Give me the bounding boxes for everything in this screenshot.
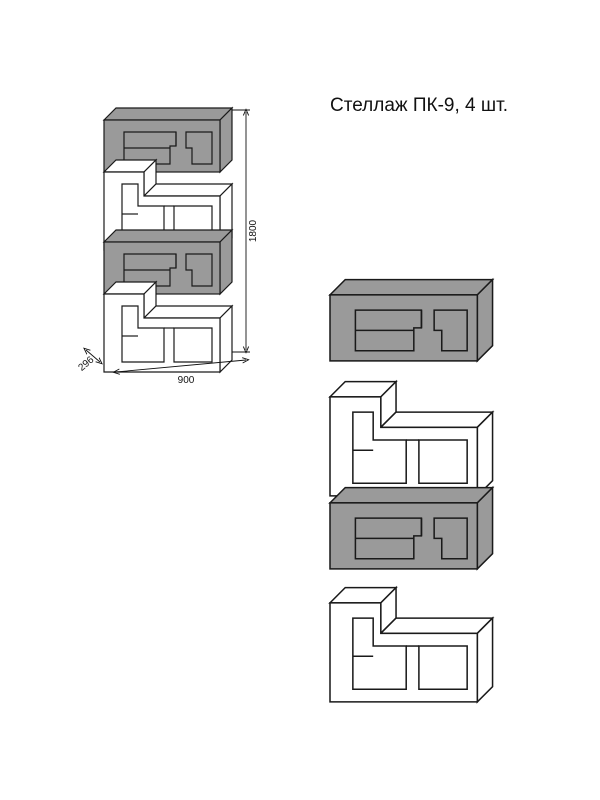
module-light-2 xyxy=(329,586,494,703)
dimension-width: 900 xyxy=(116,360,246,386)
dimension-height: 1800 xyxy=(232,110,259,352)
height-label: 1800 xyxy=(248,219,259,242)
module-dark-2 xyxy=(329,486,494,570)
assembled-rack xyxy=(103,107,233,373)
module-light-1 xyxy=(329,380,494,497)
assembled-light-module-2 xyxy=(103,281,233,373)
depth-label: 296 xyxy=(76,354,96,373)
module-dark-1 xyxy=(329,278,494,362)
dimension-depth: 296 xyxy=(76,350,100,374)
exploded-modules xyxy=(329,278,494,703)
width-label: 900 xyxy=(178,375,195,386)
page-title: Стеллаж ПК-9, 4 шт. xyxy=(330,95,509,116)
